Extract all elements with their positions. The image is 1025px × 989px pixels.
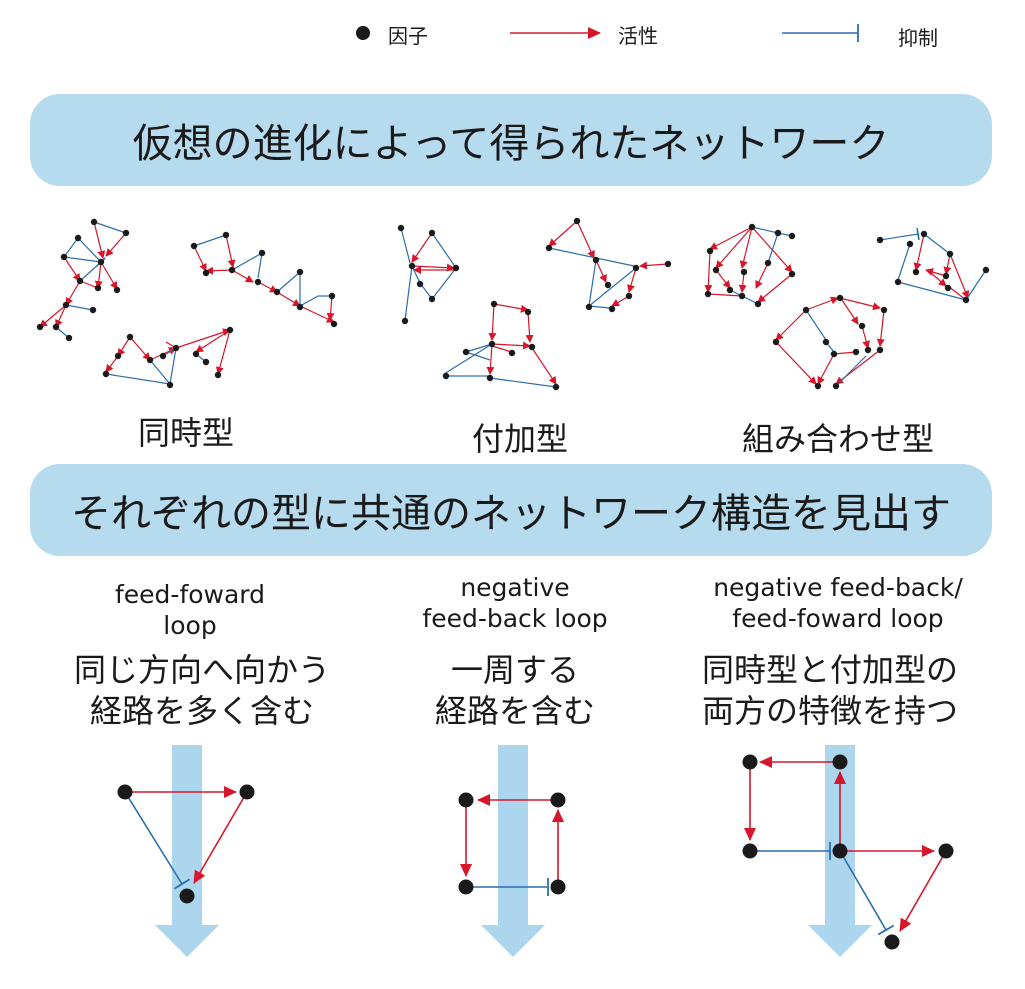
type-label-simultaneous: 同時型 [137,414,234,452]
network-simultaneous [36,218,338,389]
motif-desc-line2: 経路を含む [434,692,595,730]
flow-arrow-left [155,745,219,957]
legend-inhibition-label: 抑制 [898,26,938,50]
motif-negative-feedback [458,792,566,896]
type-label-additive: 付加型 [471,420,568,458]
motif-feed-forward [117,784,255,904]
motif-combined [742,754,954,950]
motif-name-line1: negative [460,573,570,602]
motif-name-negative-feedback: negative feed-back loop [355,572,675,634]
banner-common-structure-title: それぞれの型に共通のネットワーク構造を見出す [71,491,951,537]
banner-evolved-networks: 仮想の進化によって得られたネットワーク [30,94,992,186]
motif-name-combined: negative feed-back/ feed-foward loop [678,572,998,634]
motif-desc-line2: 両方の特徴を持つ [701,692,958,730]
motif-name-line2: feed-foward loop [732,604,944,633]
type-label-combined: 組み合わせ型 [741,420,934,458]
motif-desc-line1: 同じ方向へ向かう [73,651,330,689]
legend [356,24,859,42]
legend-factor-label: 因子 [388,24,428,48]
motif-name-line2: loop [163,611,217,640]
network-combined [704,223,990,390]
motif-desc-line1: 一周する [450,651,579,689]
banner-common-structure: それぞれの型に共通のネットワーク構造を見出す [30,464,992,556]
motif-desc-line1: 同時型と付加型の [701,651,958,689]
flow-arrow-center [481,745,545,957]
motif-desc-negative-feedback: 一周する 経路を含む [345,650,685,732]
motif-desc-line2: 経路を多く含む [89,692,314,730]
motif-name-line1: feed-foward [114,580,266,609]
motif-desc-feed-forward: 同じ方向へ向かう 経路を多く含む [32,650,372,732]
motif-desc-combined: 同時型と付加型の 両方の特徴を持つ [660,650,1000,732]
network-additive [397,217,672,391]
motif-name-line1: negative feed-back/ [713,573,963,602]
motif-name-feed-forward: feed-foward loop [30,579,350,641]
banner-evolved-networks-title: 仮想の進化によって得られたネットワーク [132,121,890,167]
motif-name-line2: feed-back loop [422,604,608,633]
legend-activation-label: 活性 [618,24,658,48]
legend-factor-dot [356,26,370,40]
